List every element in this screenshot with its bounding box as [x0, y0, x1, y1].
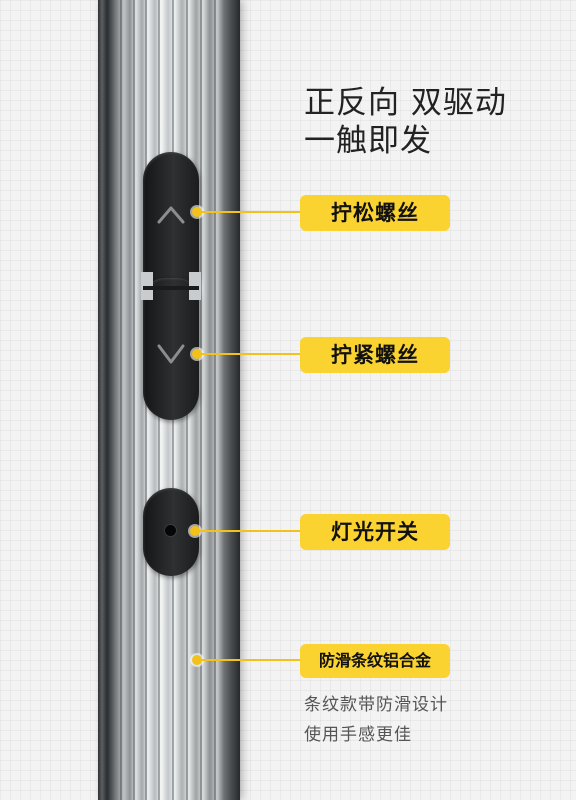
- tighten-label: 拧紧螺丝: [300, 337, 450, 373]
- flute-ridge: [214, 0, 216, 800]
- headline: 正反向 双驱动 一触即发: [304, 84, 564, 160]
- callout-dot: [192, 655, 202, 665]
- button-divider: [143, 286, 199, 290]
- dot-icon: [165, 525, 176, 536]
- loosen-label: 拧松螺丝: [300, 195, 450, 231]
- callout-dot: [192, 207, 202, 217]
- light-switch-label: 灯光开关: [300, 514, 450, 550]
- flute-ridge: [133, 0, 135, 800]
- headline-line-1: 正反向 双驱动: [304, 85, 507, 121]
- tighten-button[interactable]: [143, 278, 199, 420]
- callout-dot: [190, 526, 200, 536]
- flute-ridge: [200, 0, 202, 800]
- callout-line: [200, 659, 300, 661]
- headline-line-2: 一触即发: [304, 123, 432, 159]
- chevron-up-icon: [157, 206, 185, 224]
- callout-line: [198, 530, 300, 532]
- material-label: 防滑条纹铝合金: [300, 644, 450, 678]
- flute-ridge: [120, 0, 122, 800]
- callout-line: [200, 211, 300, 213]
- description-line-2: 使用手感更佳: [304, 725, 412, 745]
- loosen-button[interactable]: [143, 152, 199, 294]
- description-line-1: 条纹款带防滑设计: [304, 695, 448, 715]
- callout-line: [200, 353, 300, 355]
- chevron-down-icon: [157, 344, 185, 364]
- callout-dot: [192, 349, 202, 359]
- material-description: 条纹款带防滑设计 使用手感更佳: [304, 690, 564, 750]
